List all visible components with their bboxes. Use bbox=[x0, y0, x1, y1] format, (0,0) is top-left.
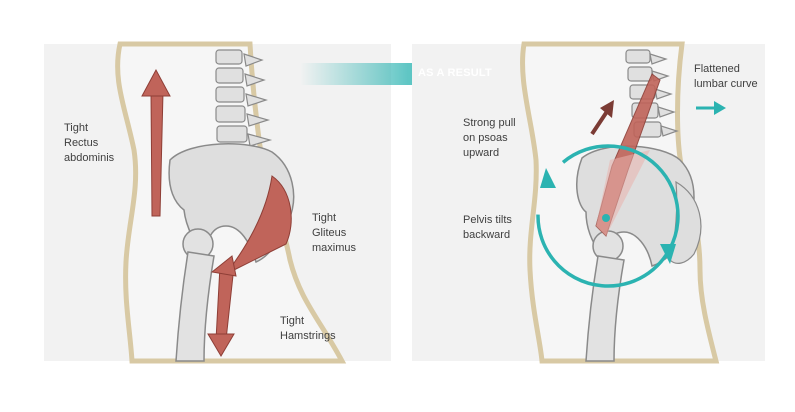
left-panel bbox=[44, 44, 391, 361]
label-strong-pull-psoas: Strong pull on psoas upward bbox=[463, 116, 516, 161]
label-tight-rectus-abdominis: Tight Rectus abdominis bbox=[64, 121, 114, 166]
as-a-result-label: AS A RESULT bbox=[418, 67, 492, 79]
label-pelvis-tilts-backward: Pelvis tilts backward bbox=[463, 213, 512, 243]
label-tight-hamstrings: Tight Hamstrings bbox=[280, 314, 336, 344]
pivot-dot bbox=[602, 214, 610, 222]
label-flattened-lumbar-curve: Flattened lumbar curve bbox=[694, 62, 758, 92]
label-tight-gluteus-maximus: Tight Gliteus maximus bbox=[312, 211, 356, 256]
